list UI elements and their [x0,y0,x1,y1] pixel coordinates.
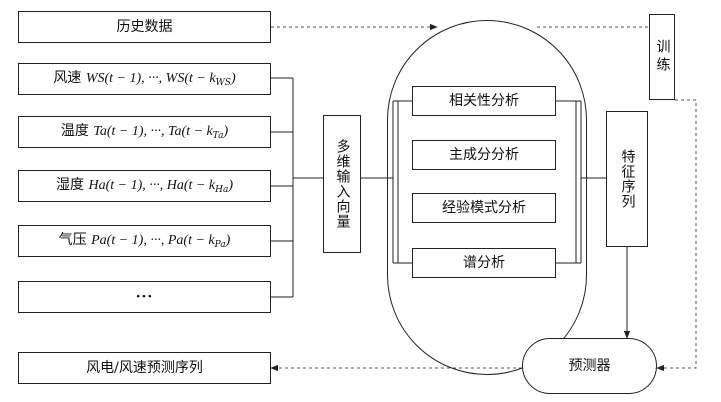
method-emd-box: 经验模式分析 [412,193,556,223]
input-label-wind-speed: 风速 WS(t − 1), ···, WS(t − kWS) [53,69,236,88]
feature-extraction-container [387,20,587,375]
training-box: 训练 [649,14,675,100]
output-box: 风电/风速预测序列 [18,352,271,384]
training-to-predictor-dashed [656,99,697,372]
multi-vector-label: 多维输入向量 [334,139,351,229]
input-label-temperature: 温度 Ta(t − 1), ···, Ta(t − kTa) [60,122,229,141]
method-spectral-label: 谱分析 [463,255,505,271]
history-data-label: 历史数据 [116,19,173,35]
input-box-temperature: 温度 Ta(t − 1), ···, Ta(t − kTa) [18,116,271,148]
output-label: 风电/风速预测序列 [86,360,203,376]
ellipsis-label: ··· [135,289,154,305]
input-label-humidity: 湿度 Ha(t − 1), ···, Ha(t − kHa) [56,176,233,195]
method-correlation-box: 相关性分析 [412,86,556,116]
method-correlation-label: 相关性分析 [449,93,519,109]
input-box-wind-speed: 风速 WS(t − 1), ···, WS(t − kWS) [18,63,271,95]
feature-sequence-label: 特征序列 [619,149,636,209]
input-box-more: ··· [18,281,271,313]
method-pca-box: 主成分分析 [412,140,556,170]
multi-vector-box: 多维输入向量 [323,115,361,253]
predictor-box: 预测器 [522,338,657,394]
training-label: 训练 [654,39,671,75]
feature-sequence-box: 特征序列 [606,111,648,247]
history-data-box: 历史数据 [18,11,271,43]
input-box-pressure: 气压 Pa(t − 1), ···, Pa(t − kPa) [18,225,271,257]
method-pca-label: 主成分分析 [449,147,519,163]
input-box-humidity: 湿度 Ha(t − 1), ···, Ha(t − kHa) [18,170,271,202]
input-label-pressure: 气压 Pa(t − 1), ···, Pa(t − kPa) [58,231,231,250]
method-spectral-box: 谱分析 [412,248,556,278]
predictor-label: 预测器 [568,358,611,374]
method-emd-label: 经验模式分析 [442,200,526,216]
